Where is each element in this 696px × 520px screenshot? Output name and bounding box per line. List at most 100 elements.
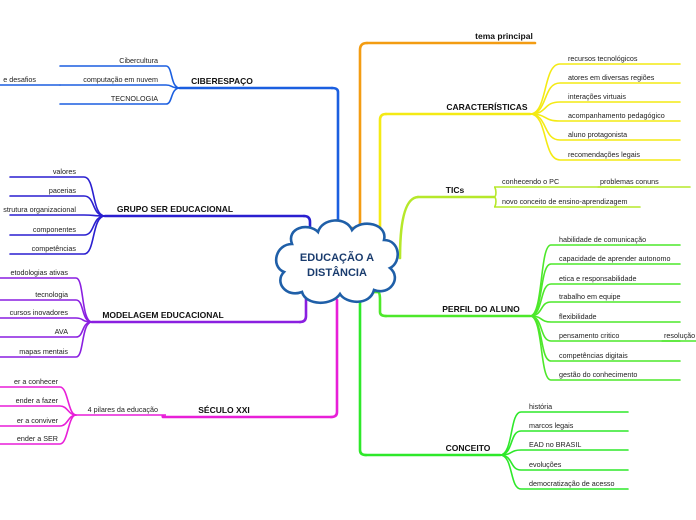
branch-tics-topic-conhecendo-o-pc-connector bbox=[493, 186, 641, 198]
branch-modelagem-educacional[interactable]: MODELAGEM EDUCACIONAL bbox=[102, 310, 223, 320]
branch-tics[interactable]: TICs bbox=[446, 185, 465, 195]
branch-seculo-xxi-topic-4-pilares-da-educacao-sub-er-a-conviver-label: er a conviver bbox=[17, 416, 59, 425]
branch-modelagem-educacional-topic-mapas-mentais[interactable]: mapas mentais bbox=[19, 347, 68, 356]
branch-perfil-do-aluno-topic-flexibilidade[interactable]: flexibilidade bbox=[559, 312, 597, 321]
branch-grupo-ser-educacional-topic-strutura-organizacional-connector bbox=[9, 214, 106, 217]
branch-perfil-do-aluno-topic-etica-e-responsabilidade[interactable]: etica e responsabilidade bbox=[559, 274, 637, 283]
branch-grupo-ser-educacional-topic-strutura-organizacional[interactable]: strutura organizacional bbox=[3, 205, 76, 214]
branch-tics-topic-novo-conceito-de-ensino-aprendizagem-label: novo conceito de ensino-aprendizagem bbox=[502, 197, 627, 206]
branch-grupo-ser-educacional[interactable]: GRUPO SER EDUCACIONAL bbox=[117, 204, 233, 214]
branch-perfil-do-aluno-topic-gestao-do-conhecimento[interactable]: gestão do conhecimento bbox=[559, 370, 637, 379]
branch-perfil-do-aluno[interactable]: PERFIL DO ALUNO bbox=[442, 304, 520, 314]
branch-conceito[interactable]: CONCEITO bbox=[446, 443, 491, 453]
branch-ciberespaco-topic-tecnologia[interactable]: TECNOLOGIA bbox=[111, 94, 158, 103]
branch-caracteristicas-topic-interacoes-virtuais[interactable]: interações virtuais bbox=[568, 92, 626, 101]
branch-caracteristicas-topic-acompanhamento-pedagogico-label: acompanhamento pedagógico bbox=[568, 111, 665, 120]
branch-seculo-xxi-topic-4-pilares-da-educacao-sub-ender-a-ser-label: ender a SER bbox=[17, 434, 58, 443]
branch-perfil-do-aluno-label: PERFIL DO ALUNO bbox=[442, 304, 520, 314]
branch-conceito-topic-evolucoes-label: evoluções bbox=[529, 460, 562, 469]
branch-conceito-topic-marcos-legais-label: marcos legais bbox=[529, 421, 574, 430]
branch-seculo-xxi-topic-4-pilares-da-educacao-sub-ender-a-ser-connector bbox=[0, 414, 77, 445]
central-topic-cloud-shape bbox=[274, 219, 399, 305]
branch-modelagem-educacional-topic-tecnologia[interactable]: tecnologia bbox=[35, 290, 68, 299]
branch-seculo-xxi-topic-4-pilares-da-educacao-sub-er-a-conviver[interactable]: er a conviver bbox=[17, 416, 59, 425]
branch-modelagem-educacional-topic-etodologias-ativas[interactable]: etodologias ativas bbox=[10, 268, 68, 277]
branch-conceito-topic-democratizacao-de-acesso-label: democratização de acesso bbox=[529, 479, 615, 488]
branch-ciberespaco-topic-computacao-em-nuvem[interactable]: computação em nuvem bbox=[83, 75, 158, 84]
branch-tema-principal-connector bbox=[335, 41, 369, 230]
central-topic-title-line-2: DISTÂNCIA bbox=[307, 266, 367, 279]
branch-grupo-ser-educacional-topic-componentes[interactable]: componentes bbox=[33, 225, 77, 234]
branch-grupo-ser-educacional-topic-componentes-label: componentes bbox=[33, 225, 77, 234]
branch-modelagem-educacional-topic-cursos-inovadores[interactable]: cursos inovadores bbox=[10, 308, 69, 317]
branch-caracteristicas-topic-atores-em-diversas-regioes-label: atores em diversas regiões bbox=[568, 73, 655, 82]
branch-conceito-topic-marcos-legais[interactable]: marcos legais bbox=[529, 421, 574, 430]
branch-ciberespaco[interactable]: CIBERESPAÇO bbox=[191, 76, 253, 86]
branch-modelagem-educacional-topic-mapas-mentais-label: mapas mentais bbox=[19, 347, 68, 356]
branch-caracteristicas-topic-recursos-tecnologicos-label: recursos tecnológicos bbox=[568, 54, 638, 63]
branch-tics-topic-conhecendo-o-pc-sub-problemas-conuns[interactable]: problemas conuns bbox=[600, 177, 659, 186]
branch-ciberespaco-topic-computacao-em-nuvem-sub-e-desafios[interactable]: e desafios bbox=[3, 75, 36, 84]
branch-caracteristicas-topic-aluno-protagonista[interactable]: aluno protagonista bbox=[568, 130, 627, 139]
branch-grupo-ser-educacional-topic-competencias-connector bbox=[9, 215, 106, 255]
branch-perfil-do-aluno-topic-trabalho-em-equipe-connector bbox=[529, 301, 681, 317]
branch-ciberespaco-topic-computacao-em-nuvem-connector bbox=[59, 84, 181, 89]
branch-caracteristicas-topic-recursos-tecnologicos[interactable]: recursos tecnológicos bbox=[568, 54, 638, 63]
branch-perfil-do-aluno-topic-trabalho-em-equipe[interactable]: trabalho em equipe bbox=[559, 292, 621, 301]
branch-seculo-xxi-topic-4-pilares-da-educacao[interactable]: 4 pilares da educação bbox=[88, 405, 158, 414]
branch-perfil-do-aluno-topic-flexibilidade-label: flexibilidade bbox=[559, 312, 597, 321]
branch-seculo-xxi-connector bbox=[329, 298, 339, 419]
branch-perfil-do-aluno-topic-habilidade-de-comunicacao[interactable]: habilidade de comunicação bbox=[559, 235, 646, 244]
branch-conceito-topic-democratizacao-de-acesso-connector bbox=[499, 454, 629, 490]
branch-tics-label: TICs bbox=[446, 185, 465, 195]
branch-conceito-topic-historia[interactable]: história bbox=[529, 402, 552, 411]
branch-tics-topic-conhecendo-o-pc[interactable]: conhecendo o PC bbox=[502, 177, 559, 186]
branch-grupo-ser-educacional-topic-competencias[interactable]: competências bbox=[32, 244, 77, 253]
branch-seculo-xxi-topic-4-pilares-da-educacao-sub-er-a-conhecer[interactable]: er a conhecer bbox=[14, 377, 59, 386]
branch-perfil-do-aluno-topic-pensamento-critico-sub-resolucao[interactable]: resolução bbox=[664, 331, 695, 340]
branch-grupo-ser-educacional-topic-pacerias-label: pacerias bbox=[49, 186, 77, 195]
branch-conceito-topic-democratizacao-de-acesso[interactable]: democratização de acesso bbox=[529, 479, 615, 488]
branch-modelagem-educacional-topic-tecnologia-label: tecnologia bbox=[35, 290, 68, 299]
central-topic[interactable]: EDUCAÇÃO A DISTÂNCIA bbox=[274, 219, 399, 305]
branch-ciberespaco-topic-computacao-em-nuvem-sub-e-desafios-label: e desafios bbox=[3, 75, 36, 84]
branch-modelagem-educacional-topic-cursos-inovadores-connector bbox=[0, 317, 93, 323]
branch-conceito-topic-ead-no-brasil[interactable]: EAD no BRASIL bbox=[529, 440, 581, 449]
branch-ciberespaco-topic-tecnologia-connector bbox=[59, 87, 181, 105]
branch-ciberespaco-label: CIBERESPAÇO bbox=[191, 76, 253, 86]
branch-seculo-xxi-topic-4-pilares-da-educacao-sub-ender-a-fazer-connector bbox=[0, 405, 77, 416]
branch-tics-topic-novo-conceito-de-ensino-aprendizagem[interactable]: novo conceito de ensino-aprendizagem bbox=[502, 197, 627, 206]
branch-seculo-xxi-label: SÉCULO XXI bbox=[198, 405, 249, 415]
branch-caracteristicas-topic-interacoes-virtuais-label: interações virtuais bbox=[568, 92, 626, 101]
branch-grupo-ser-educacional-topic-pacerias[interactable]: pacerias bbox=[49, 186, 77, 195]
branch-conceito-topic-ead-no-brasil-label: EAD no BRASIL bbox=[529, 440, 581, 449]
branch-perfil-do-aluno-topic-pensamento-critico-label: pensamento critico bbox=[559, 331, 619, 340]
branch-perfil-do-aluno-topic-pensamento-critico[interactable]: pensamento critico bbox=[559, 331, 619, 340]
branch-perfil-do-aluno-topic-capacidade-de-aprender-autonomo-connector bbox=[529, 263, 681, 317]
branch-seculo-xxi-topic-4-pilares-da-educacao-sub-er-a-conhecer-label: er a conhecer bbox=[14, 377, 59, 386]
branch-modelagem-educacional-topic-etodologias-ativas-label: etodologias ativas bbox=[10, 268, 68, 277]
branch-perfil-do-aluno-topic-trabalho-em-equipe-label: trabalho em equipe bbox=[559, 292, 621, 301]
branch-perfil-do-aluno-topic-gestao-do-conhecimento-label: gestão do conhecimento bbox=[559, 370, 637, 379]
branch-caracteristicas-topic-recomendacoes-legais[interactable]: recomendações legais bbox=[568, 150, 640, 159]
branch-perfil-do-aluno-topic-competencias-digitais[interactable]: competências digitais bbox=[559, 351, 628, 360]
branch-perfil-do-aluno-topic-capacidade-de-aprender-autonomo[interactable]: capacidade de aprender autonomo bbox=[559, 254, 671, 263]
branch-grupo-ser-educacional-topic-valores-label: valores bbox=[53, 167, 77, 176]
branch-caracteristicas-topic-atores-em-diversas-regioes[interactable]: atores em diversas regiões bbox=[568, 73, 655, 82]
branch-modelagem-educacional-topic-ava[interactable]: AVA bbox=[55, 327, 69, 336]
branch-seculo-xxi[interactable]: SÉCULO XXI bbox=[198, 405, 249, 415]
branch-caracteristicas-topic-acompanhamento-pedagogico[interactable]: acompanhamento pedagógico bbox=[568, 111, 665, 120]
branch-ciberespaco-topic-tecnologia-label: TECNOLOGIA bbox=[111, 94, 158, 103]
branch-tics-topic-novo-conceito-de-ensino-aprendizagem-connector bbox=[493, 196, 641, 208]
branch-seculo-xxi-topic-4-pilares-da-educacao-sub-ender-a-ser[interactable]: ender a SER bbox=[17, 434, 58, 443]
branch-seculo-xxi-topic-4-pilares-da-educacao-sub-ender-a-fazer[interactable]: ender a fazer bbox=[16, 396, 59, 405]
branch-grupo-ser-educacional-topic-valores[interactable]: valores bbox=[53, 167, 77, 176]
branch-perfil-do-aluno-topic-pensamento-critico-sub-resolucao-label: resolução bbox=[664, 331, 695, 340]
branch-caracteristicas[interactable]: CARACTERÍSTICAS bbox=[446, 102, 528, 112]
branch-tema-principal[interactable]: tema principal bbox=[475, 31, 533, 41]
branch-conceito-topic-evolucoes[interactable]: evoluções bbox=[529, 460, 562, 469]
branch-ciberespaco-topic-cibercultura[interactable]: Cibercultura bbox=[119, 56, 158, 65]
branch-conceito-connector bbox=[335, 290, 368, 457]
